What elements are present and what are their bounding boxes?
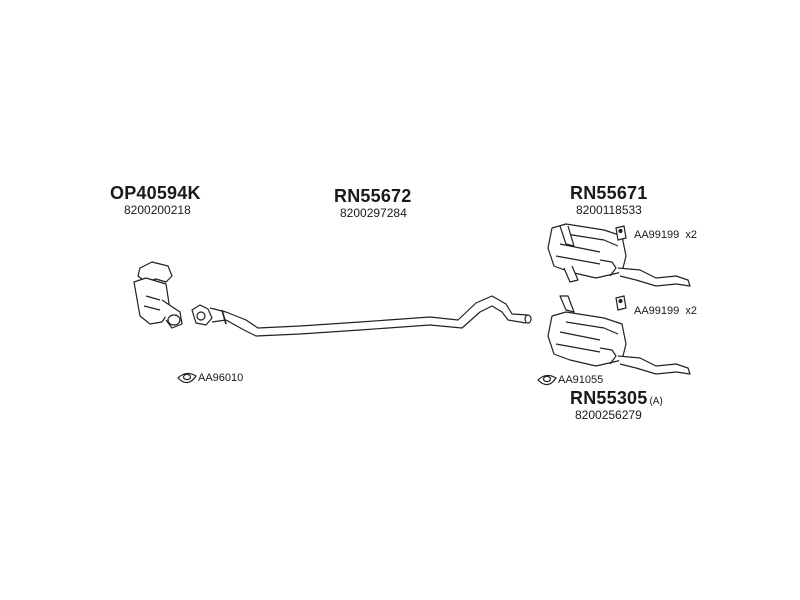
part-code: RN55305 — [570, 388, 648, 408]
accessory-label: AA99199 x2 — [634, 229, 697, 241]
part-label-rn55305: RN55305(A) — [570, 388, 663, 409]
accessory-qty: x2 — [685, 305, 697, 317]
gasket-drawing — [537, 374, 557, 386]
accessory-code: AA99199 — [634, 229, 680, 241]
rear-silencer-upper-drawing — [547, 223, 691, 287]
rear-silencer-lower-drawing — [547, 295, 691, 375]
middle-pipe-drawing — [191, 295, 532, 337]
part-code: RN55671 — [570, 183, 648, 203]
accessory-label: AA99199 x2 — [634, 305, 697, 317]
oem-number: 8200256279 — [575, 408, 642, 422]
accessory-code: AA99199 — [634, 305, 680, 317]
oem-number: 8200297284 — [340, 206, 407, 220]
accessory-qty: x2 — [685, 229, 697, 241]
oem-number: 8200200218 — [124, 203, 191, 217]
part-code: RN55672 — [334, 186, 412, 206]
accessory-code: AA96010 — [198, 372, 244, 384]
catalytic-converter-drawing — [133, 261, 183, 329]
gasket-drawing — [177, 372, 197, 384]
hanger-clamp-drawing — [615, 225, 627, 311]
oem-number: 8200118533 — [576, 203, 642, 217]
part-suffix: (A) — [649, 396, 663, 407]
accessory-code: AA91055 — [558, 374, 604, 386]
part-code: OP40594K — [110, 183, 201, 203]
